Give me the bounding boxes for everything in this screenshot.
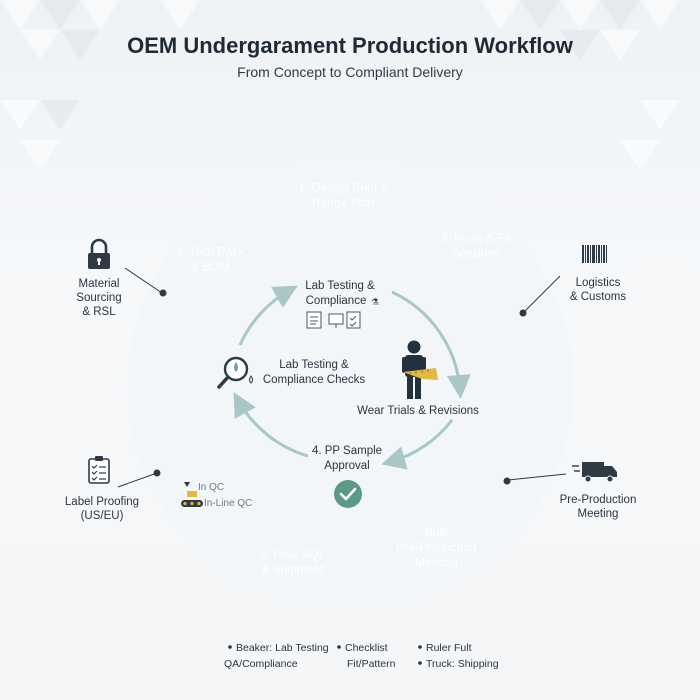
- logistics-line-2: & Customs: [570, 291, 626, 303]
- legend-1-line-1: Beaker: Lab Testing: [236, 642, 329, 654]
- legend-2-line-2: Fit/Pattern: [347, 658, 396, 670]
- legend-2-line-1: Checklist: [345, 642, 388, 654]
- lock-icon: [88, 238, 110, 269]
- segment-6-label-line-1: 6. Final AQL: [259, 547, 325, 561]
- segment-9-label-line-2: & BOM: [191, 260, 230, 274]
- legend-bullet-4: [418, 661, 422, 665]
- connector-pre-production: [507, 473, 567, 481]
- arrow-bottom-right: [381, 419, 454, 470]
- arrow-bottom-left: [233, 392, 309, 458]
- logistics-line-1: Logistics: [576, 277, 621, 289]
- inner-left-line-2: Compliance Checks: [263, 374, 366, 386]
- inline-qc-icon: [181, 482, 203, 507]
- segment-1-label-line-1: 1. Design Brief &: [298, 181, 388, 195]
- check-circle-icon: [334, 480, 362, 508]
- magnifier-icon: [217, 356, 253, 389]
- inner-right-label: Wear Trials & Revisions: [357, 405, 479, 417]
- legend-bullet-1: [228, 645, 232, 649]
- person-tape-icon: [402, 340, 438, 399]
- page-subtitle: From Concept to Compliant Delivery: [237, 64, 463, 80]
- material-line-1: Material: [79, 278, 120, 290]
- page-title: OEM Undergarament Production Workflow: [127, 33, 573, 58]
- legend-3-line-1: Ruler Fult: [426, 642, 472, 654]
- inner-bottom-line-2: Approval: [324, 460, 369, 472]
- inner-left-line-1: Lab Testing &: [279, 359, 349, 371]
- segment-9-label-line-1: 2. Tech Pack: [176, 245, 245, 259]
- connector-label-proofing: [117, 472, 158, 488]
- segment-1-label-line-2: Range Plan: [312, 196, 375, 210]
- pre-production-line-1: Pre-Production: [560, 494, 637, 506]
- connector-dot-logistics: [519, 309, 527, 317]
- legend-3-line-2: Truck: Shipping: [426, 658, 499, 670]
- segment-5-label-line-1: Bulk: [425, 525, 449, 539]
- pre-production-line-2: Meeting: [578, 508, 619, 520]
- documents-icon: [306, 311, 361, 329]
- legend-1-line-2: QA/Compliance: [224, 658, 298, 670]
- barcode-icon: [582, 245, 607, 263]
- material-line-3: & RSL: [82, 306, 116, 318]
- inner-top-line-1: Lab Testing &: [305, 280, 375, 292]
- legend-bullet-2: [337, 645, 341, 649]
- legend-bullet-3: [418, 645, 422, 649]
- inner-bottom-line-1: 4. PP Sample: [312, 445, 382, 457]
- clipboard-icon: [88, 456, 110, 484]
- segment-5-label-line-3: Meeting: [415, 555, 458, 569]
- material-line-2: Sourcing: [76, 292, 121, 304]
- segment-2-label-line-2: Sessions: [451, 246, 500, 260]
- label-proofing-line-1: Label Proofing: [65, 496, 139, 508]
- arrow-top-right: [391, 290, 471, 399]
- connector-logistics: [522, 275, 561, 314]
- label-proofing-line-2: (US/EU): [81, 510, 124, 522]
- connector-dot-material: [159, 289, 167, 297]
- inner-top-icon: ⚗: [371, 297, 379, 307]
- process-ring: 1. Design Brief &Range Plan 3. Proto & Fi…: [126, 161, 574, 609]
- connector-dot-label-proofing: [153, 469, 161, 477]
- qc-line-2: In-Line QC: [204, 498, 252, 509]
- segment-6-label-line-2: & Shipment: [261, 562, 324, 576]
- segment-5-label-line-2: Pre-Production: [396, 540, 476, 554]
- inner-top-line-2: Compliance: [306, 295, 367, 307]
- connector-dot-pre-production: [503, 477, 511, 485]
- qc-line-1: In QC: [198, 482, 224, 493]
- connector-material: [124, 267, 163, 294]
- ring-center: [128, 163, 572, 607]
- inner-cycle-arrows: [233, 285, 471, 470]
- truck-icon: [572, 462, 617, 483]
- segment-2-label-line-1: 3. Proto & Fit: [441, 231, 512, 245]
- legend: Beaker: Lab Testing QA/Compliance Checkl…: [224, 642, 499, 670]
- arrow-top-left: [238, 285, 298, 346]
